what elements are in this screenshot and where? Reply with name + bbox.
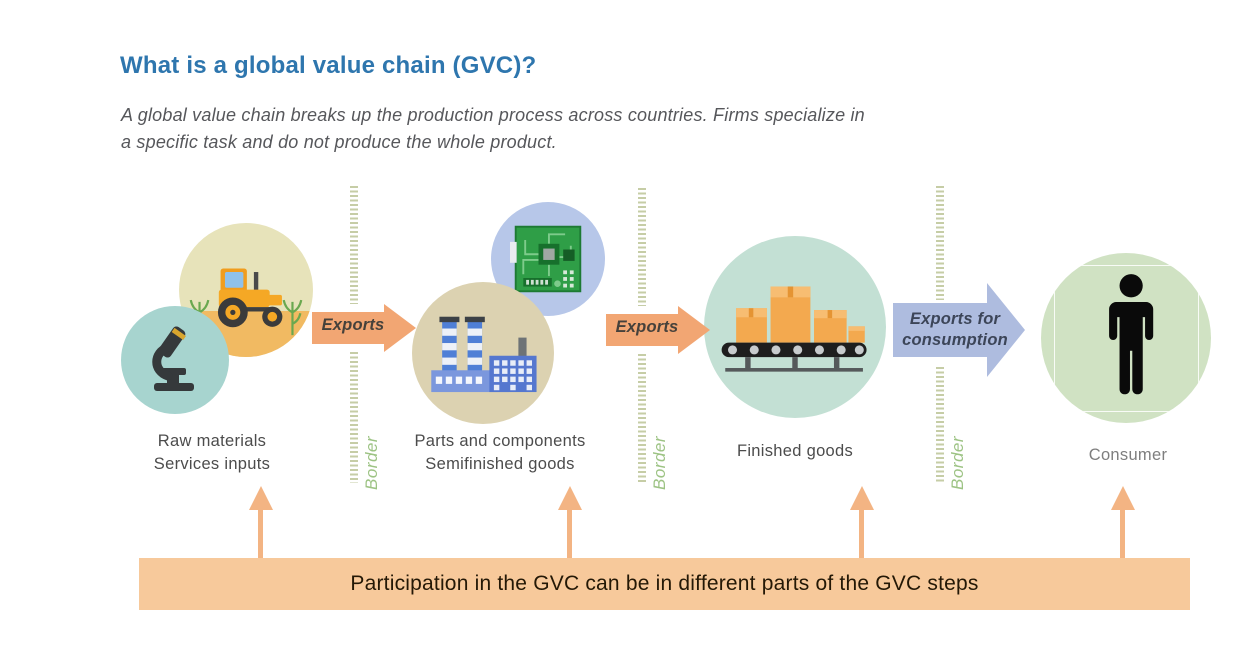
up-arrow-1-stem (258, 508, 263, 558)
border-line-1-top (350, 186, 358, 304)
exports-arrow-2-label: Exports (615, 318, 679, 336)
border-line-2-bottom (638, 354, 646, 483)
up-arrow-1-icon (249, 486, 273, 510)
exports-arrow-1-label: Exports (321, 316, 385, 334)
services-inputs-circle (121, 306, 229, 414)
step-label-consumer: Consumer (1088, 446, 1168, 464)
exports-arrow-2-head (678, 306, 710, 354)
up-arrow-3-icon (850, 486, 874, 510)
participation-banner-text: Participation in the GVC can be in diffe… (350, 572, 979, 595)
exports-for-consumption-arrow: Exports for consumption (893, 283, 1027, 377)
consumer-circle (1041, 253, 1211, 423)
exports-arrow-2-body (606, 314, 678, 346)
page-title: What is a global value chain (GVC)? (120, 52, 537, 79)
step-label-finished-goods: Finished goods (736, 442, 854, 460)
exports-arrow-1-head (384, 304, 416, 352)
up-arrow-2-icon (558, 486, 582, 510)
factory-circle (412, 282, 554, 424)
border-line-3-top (936, 186, 944, 300)
exports-arrow-1: Exports (312, 304, 416, 352)
consumption-arrow-body (893, 303, 987, 357)
border-label-2: Border (650, 435, 669, 490)
subtitle-line-1: A global value chain breaks up the produ… (121, 105, 865, 125)
step-label-components: Parts and components Semifinished goods (414, 432, 586, 473)
raw-materials-circle (179, 223, 313, 357)
up-arrow-2-stem (567, 508, 572, 558)
border-line-1-bottom (350, 352, 358, 483)
exports-arrow-1-body (312, 312, 384, 344)
up-arrow-4-stem (1120, 508, 1125, 558)
consumption-arrow-label: Exports for consumption (902, 310, 1008, 349)
finished-goods-circle (704, 236, 886, 418)
exports-arrow-2: Exports (606, 306, 710, 354)
step-label-raw-materials: Raw materials Services inputs (153, 432, 271, 473)
subtitle-line-2: a specific task and do not produce the w… (121, 132, 557, 152)
page-subtitle: A global value chain breaks up the produ… (121, 102, 865, 156)
consumption-arrow-head (987, 283, 1025, 377)
border-label-3: Border (948, 435, 967, 490)
border-line-2-top (638, 188, 646, 306)
border-line-3-bottom (936, 367, 944, 483)
border-label-1: Border (362, 435, 381, 490)
consumer-frame (1054, 265, 1199, 412)
up-arrow-4-icon (1111, 486, 1135, 510)
up-arrow-3-stem (859, 508, 864, 558)
participation-banner: Participation in the GVC can be in diffe… (139, 558, 1190, 610)
